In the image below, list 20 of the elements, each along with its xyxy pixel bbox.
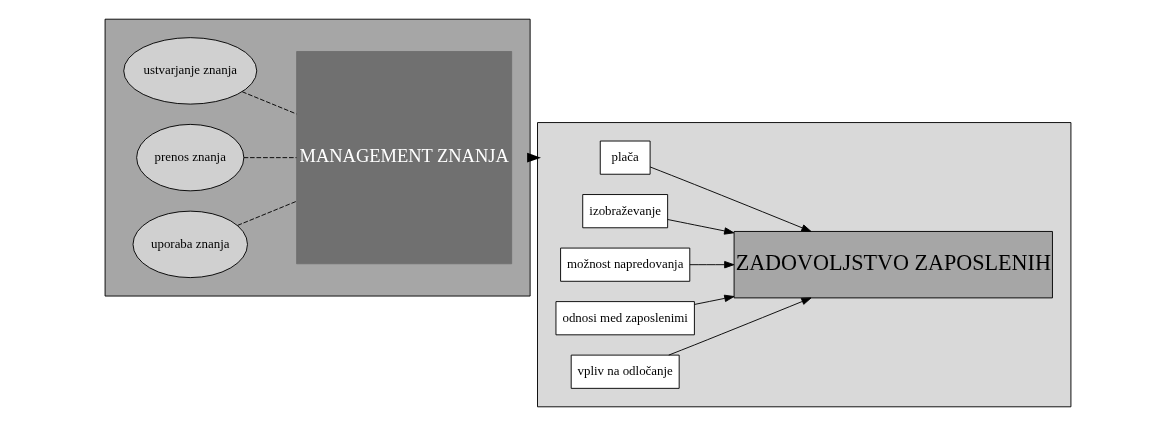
node-box: plača [599,140,651,175]
arrow [667,219,735,235]
node-box: odnosi med zaposlenimi [555,301,695,336]
arrow [689,261,735,269]
node-box: ZADOVOLJSTVO ZAPOSLENIH [733,231,1053,299]
node-box: MANAGEMENT ZNANJA [296,51,513,265]
node-ellipse: uporaba znanja [132,210,248,279]
connector [237,200,297,226]
arrow [694,294,735,305]
cluster [537,122,1072,408]
arrow [649,166,812,232]
node-ellipse: prenos znanja [136,123,245,192]
connector [243,157,297,159]
connector [241,91,297,115]
cluster [104,18,531,297]
node-ellipse: ustvarjanje znanja [123,37,258,105]
node-box: vpliv na odločanje [570,354,680,389]
node-box: izobraževanje [582,194,669,229]
node-box: možnost napredovanja [560,247,691,282]
arrow [668,297,812,356]
